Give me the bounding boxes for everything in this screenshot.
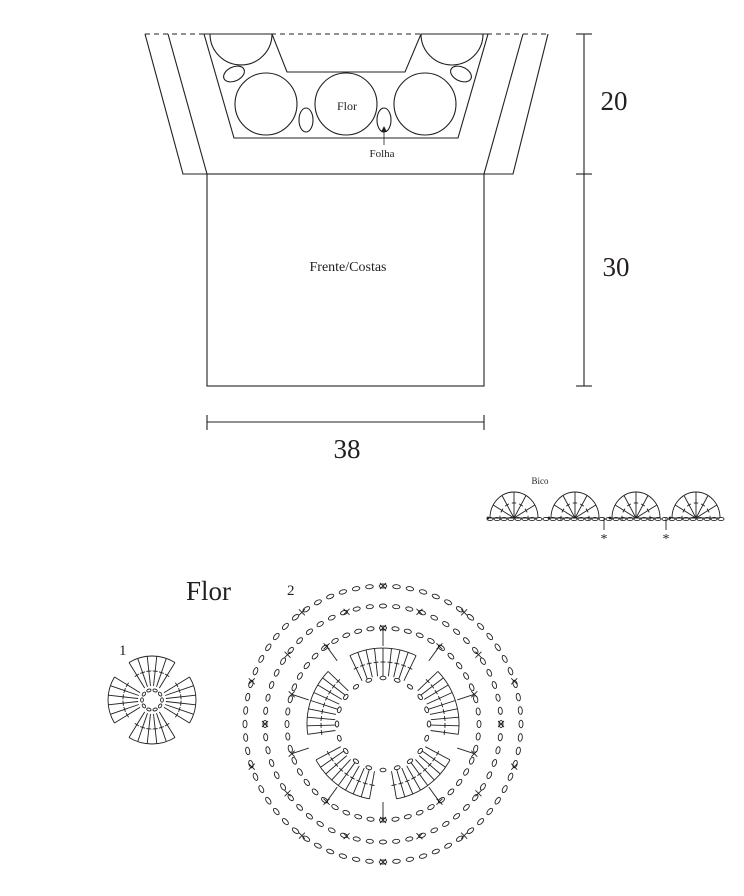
dimension-bottom-height: 30	[603, 252, 630, 282]
r2-chain-ring-inner	[284, 625, 482, 823]
band-flower-left	[234, 72, 298, 136]
band-flower-center	[314, 72, 378, 136]
r2-center-chain-ring	[334, 675, 432, 773]
leaf-lower-left	[298, 107, 314, 133]
band-flowers	[209, 33, 484, 136]
round-2-label: 2	[287, 583, 295, 599]
r2-sc-middle	[261, 608, 505, 840]
yoke-inner-right-line	[483, 33, 524, 175]
dimension-width: 38	[334, 434, 361, 464]
round-1-label: 1	[119, 643, 127, 659]
leaf-upper-right	[450, 65, 472, 83]
label-bico: Bico	[532, 476, 549, 486]
r2-petal-3	[391, 746, 451, 800]
bico-scallop-2	[547, 491, 600, 521]
asterisk-a: *	[601, 532, 608, 547]
r2-petal-4	[315, 746, 375, 800]
vertical-dimension	[576, 33, 592, 387]
r1-center-chain-ring	[140, 688, 164, 712]
flower-band-outline	[203, 33, 489, 139]
body-panel	[206, 173, 485, 387]
bico-base-chain	[486, 516, 725, 522]
band-flower-top-right	[420, 33, 484, 66]
label-frente-costas: Frente/Costas	[310, 260, 387, 275]
asterisk-b: *	[663, 532, 670, 547]
r2-spokes	[291, 628, 475, 820]
r2-petal-5	[306, 671, 349, 735]
r2-petal-1	[349, 647, 417, 681]
flower-chart-round-1	[107, 655, 197, 745]
r1-petal-4	[107, 676, 141, 724]
dimension-top-height: 20	[601, 86, 628, 116]
yoke-inner-left-line	[167, 33, 208, 175]
r2-sc-outer	[248, 582, 518, 866]
flor-chart-title: Flor	[186, 576, 231, 606]
bico-edging-chart: Bico * *	[486, 476, 725, 547]
bico-scallop-1	[486, 491, 539, 521]
leaf-upper-left	[223, 65, 245, 83]
r2-chain-ring-middle	[262, 603, 504, 845]
horizontal-dimension	[206, 415, 485, 430]
label-folha: Folha	[369, 148, 394, 160]
folha-pointer-arrow	[381, 126, 387, 132]
r1-petal-2	[163, 676, 197, 724]
garment-schematic: Flor Folha Frente/Costas 20 30 38	[144, 33, 630, 464]
band-flower-right	[393, 72, 457, 136]
flower-chart-round-2	[242, 582, 524, 866]
band-flower-top-left	[209, 33, 273, 66]
r1-petal-1	[128, 655, 176, 689]
r2-petal-2	[417, 671, 460, 735]
bico-scallop-3	[608, 491, 661, 521]
r1-petal-3	[128, 711, 176, 745]
bico-scallop-4	[668, 491, 721, 521]
label-flor-inner: Flor	[337, 99, 357, 113]
